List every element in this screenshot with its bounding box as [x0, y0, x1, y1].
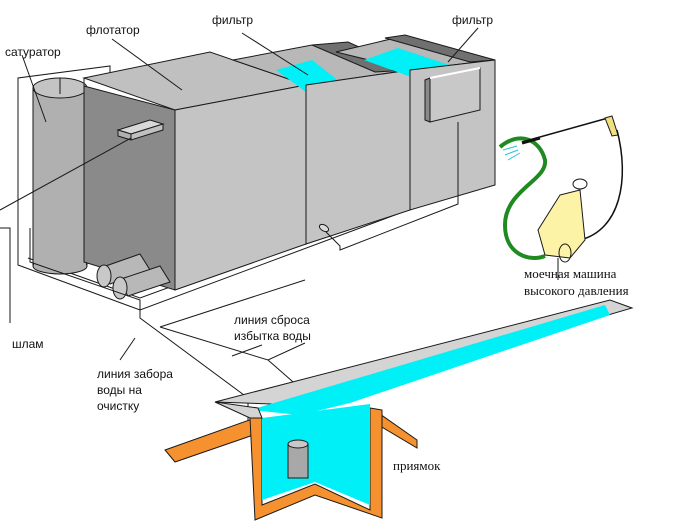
label-sludge: шлам [12, 337, 44, 351]
label-washer-1: моечная машина [524, 266, 617, 281]
label-overflow-line-2: избытка воды [234, 329, 311, 343]
label-washer-2: высокого давления [524, 283, 629, 298]
label-overflow-line-1: линия сброса [234, 313, 310, 327]
pit [164, 401, 418, 521]
pipes [0, 122, 459, 435]
label-saturator: сатуратор [5, 45, 61, 59]
label-pit: приямок [393, 458, 441, 473]
filter-1-tank [231, 41, 411, 245]
spray-icon [502, 145, 521, 161]
sludge-tray [116, 119, 165, 141]
drainage-channel [214, 299, 634, 415]
label-filter-1: фильтр [212, 13, 253, 27]
label-intake-line-3: очистку [97, 399, 139, 413]
leader-lines [21, 27, 559, 361]
drain-valve [318, 223, 330, 233]
pipe-bundle [96, 253, 171, 300]
label-intake-line-2: воды на [97, 383, 142, 397]
filter-outlet-box [424, 67, 481, 123]
label-intake-line-1: линия забора [97, 367, 173, 381]
label-flotator: флотатор [86, 23, 140, 37]
pressure-washer [498, 115, 624, 263]
label-filter-2: фильтр [452, 13, 493, 27]
